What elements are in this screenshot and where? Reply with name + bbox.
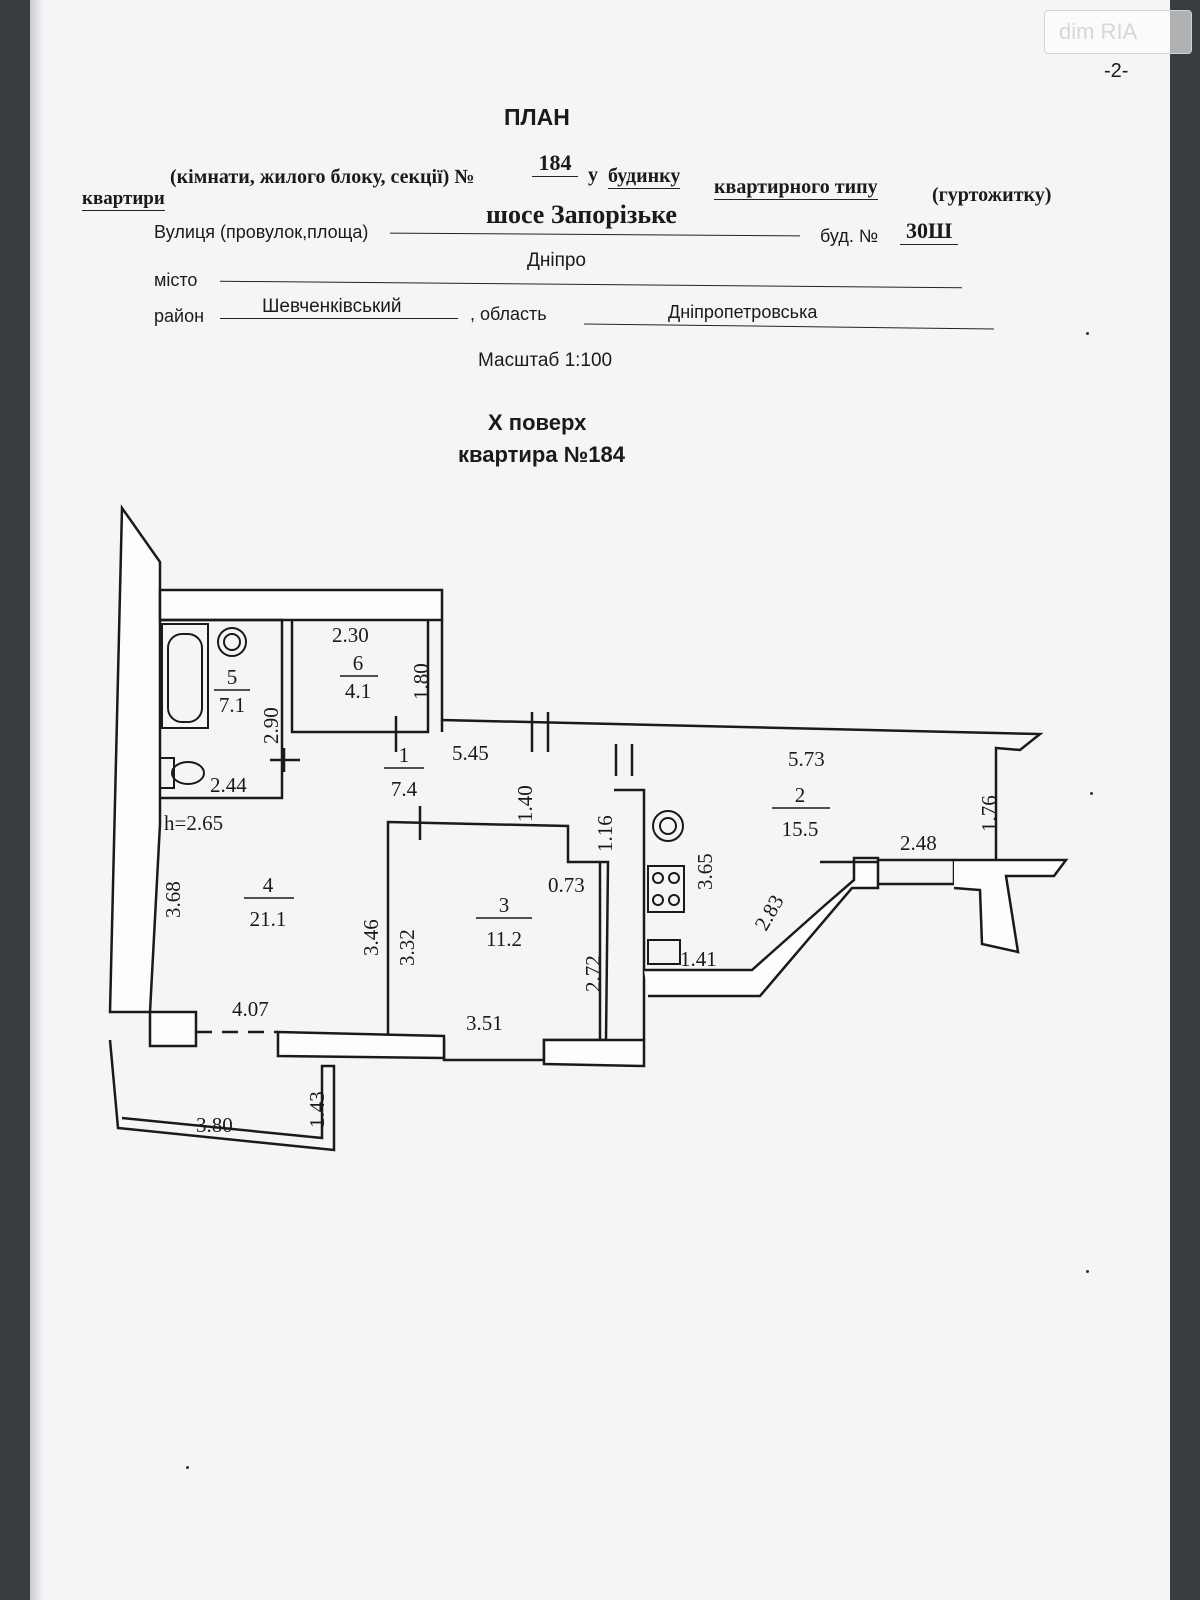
top-wall [158,588,444,622]
apartment-word: квартири [82,188,165,211]
district-label: район [154,306,205,326]
apartment-number-field: 184 [532,150,578,177]
room-area: 4.1 [345,679,371,703]
dimension-label: 3.80 [196,1113,233,1137]
room-label: 6 [353,651,364,675]
building-word: будинку [608,165,681,189]
dimension-label: 1.40 [513,785,537,822]
dimension-label: 0.73 [548,873,585,897]
apartment-title: квартира №184 [458,442,625,467]
toilet-tank-icon [159,757,175,789]
dimension-label: 2.72 [581,955,605,992]
page-number: -2- [1104,60,1129,82]
dimension-label: 1.41 [680,947,717,971]
building-number-label: буд. № [820,226,879,246]
stove-icon [647,865,685,913]
room-area: 7.4 [391,777,418,801]
room-area: 7.1 [219,693,245,717]
dimension-label: 1.43 [305,1091,329,1128]
boiler-icon [647,939,681,965]
dimension-label: 5.45 [452,741,489,765]
street-label: Вулиця (провулок,площа) [154,222,369,242]
dimension-label: 1.16 [593,815,617,852]
floor-label: X поверх [488,410,587,435]
line1-text: (кімнати, жилого блоку, секції) № [170,166,475,188]
room-area: 11.2 [486,927,522,951]
room-label: 1 [399,743,410,767]
watermark-text: dim RIA [1059,19,1138,44]
scale-label: Масштаб 1:100 [478,350,613,371]
dimension-label: 3.68 [161,881,185,918]
district-value: Шевченківський [262,296,402,317]
dimension-label: 5.73 [788,747,825,771]
dimension-label: 1.80 [409,663,433,700]
dimension-label: 3.65 [693,853,717,890]
dimension-label: 1.76 [977,795,1001,832]
street-value: шосе Запорізьке [486,200,677,229]
room-area: 15.5 [782,817,819,841]
document-page: dim RIA -2- ПЛАН квартири (кімнати, жило… [30,0,1192,1600]
dimension-label: 2.90 [259,707,283,744]
toilet-icon [171,761,205,785]
room-label: 4 [263,873,274,897]
region-value: Дніпропетровська [668,302,818,322]
sink-icon [217,627,247,657]
dimension-label: 3.51 [466,1011,503,1035]
in-word: у [588,164,598,186]
region-label: , область [470,304,547,324]
corridor-top-wall [440,620,1044,860]
page-title: ПЛАН [504,104,570,130]
dimension-label: 3.46 [359,919,383,956]
left-wall [108,504,162,1014]
kitchen-sink-icon [652,810,684,842]
dimension-label: 2.83 [750,891,789,935]
city-label: місто [154,270,198,290]
city-value: Дніпро [527,250,587,271]
balcony [108,1039,336,1152]
storage-wall [290,620,430,734]
room-label: 3 [499,893,510,917]
bathroom-wall [160,618,284,800]
room-area: 21.1 [250,907,287,931]
room-label: 2 [795,783,806,807]
building-type: квартирного типу [714,176,878,200]
dimension-label: 2.44 [210,773,247,797]
district-underline [220,318,458,319]
ceiling-height: h=2.65 [164,811,223,835]
dimension-label: 3.32 [395,929,419,966]
dimension-label: 4.07 [232,997,269,1021]
dorm-word: (гуртожитку) [932,184,1052,206]
dimension-label: 2.30 [332,623,369,647]
bathtub-icon [161,623,209,729]
building-number-value: 30Ш [900,218,959,245]
room-label: 5 [227,665,238,689]
watermark-logo: dim RIA [1044,10,1192,54]
dimension-label: 2.48 [900,831,937,855]
